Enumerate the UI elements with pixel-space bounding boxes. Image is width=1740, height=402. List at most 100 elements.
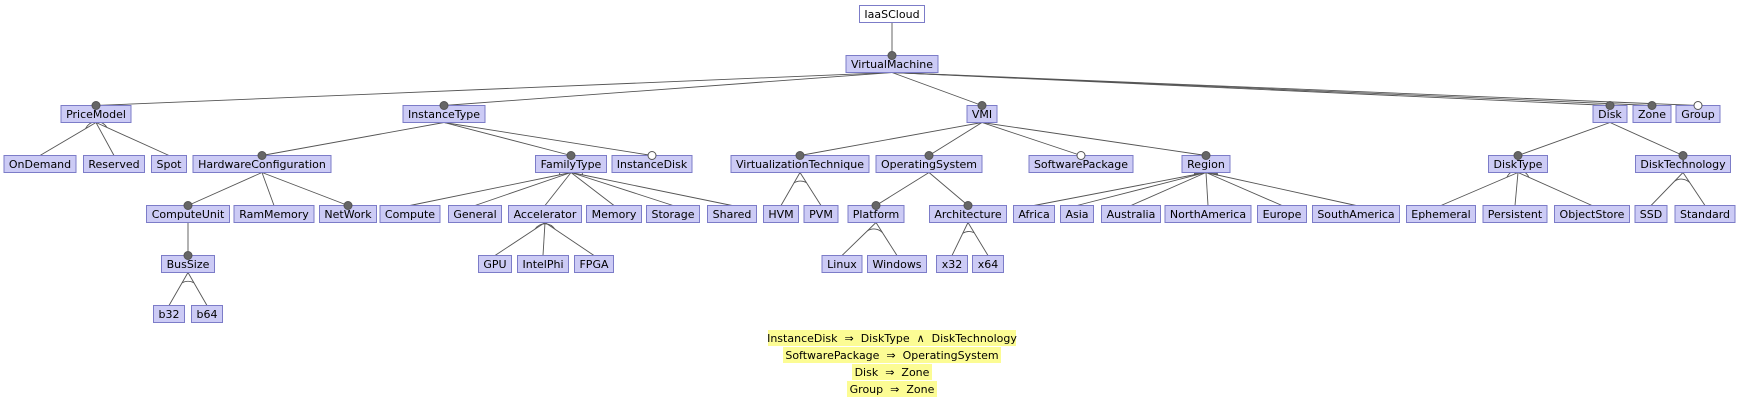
feature-label: ComputeUnit [152, 208, 225, 221]
mandatory-marker [343, 201, 353, 210]
feature-box [763, 205, 799, 223]
edge-vmi-swpkg [981, 122, 1082, 156]
feature-node-virt: VirtualizationTechnique [730, 155, 870, 173]
edge-pricemodel-ondemand [39, 122, 97, 156]
feature-box [972, 255, 1004, 273]
edge-hwconfig-rammemory [261, 172, 275, 206]
feature-label: Disk [1598, 108, 1622, 121]
feature-label: Accelerator [514, 208, 577, 221]
constraint-box [783, 347, 1001, 363]
feature-label: x64 [978, 258, 999, 271]
edge-vm-vmi [891, 72, 983, 106]
edge-vm-instancetype [443, 72, 893, 106]
mandatory-marker [1605, 101, 1615, 110]
feature-box [153, 305, 185, 323]
edge-os-platform [875, 172, 930, 206]
edge-accelerator-intelphi [542, 222, 546, 256]
feature-label: General [453, 208, 496, 221]
feature-node-gpu: GPU [478, 255, 512, 273]
feature-label: VirtualMachine [851, 58, 933, 71]
edge-disktype-persistent [1514, 172, 1519, 206]
feature-label: Compute [385, 208, 435, 221]
feature-label: IaaSCloud [864, 8, 919, 21]
mandatory-marker [183, 201, 193, 210]
feature-label: x32 [942, 258, 963, 271]
feature-node-linux: Linux [821, 255, 863, 273]
feature-label: Group [1681, 108, 1715, 121]
edge-instancetype-instancedisk [443, 122, 653, 156]
mandatory-marker [566, 151, 576, 160]
feature-node-reserved: Reserved [83, 155, 145, 173]
edge-platform-windows [875, 222, 898, 256]
feature-node-fpga: FPGA [574, 255, 614, 273]
mandatory-marker [795, 151, 805, 160]
feature-label: Reserved [88, 158, 139, 171]
feature-label: Region [1187, 158, 1225, 171]
feature-box [707, 205, 757, 223]
edge-disk-disktech [1609, 122, 1684, 156]
constraint-text: SoftwarePackage ⇒ OperatingSystem [785, 349, 998, 362]
feature-label: Platform [853, 208, 899, 221]
feature-box [1482, 205, 1548, 223]
feature-node-objectstore: ObjectStore [1554, 205, 1630, 223]
feature-node-windows: Windows [867, 255, 927, 273]
feature-label: Standard [1680, 208, 1730, 221]
edge-disktech-standard [1682, 172, 1706, 206]
feature-box [859, 5, 925, 23]
mandatory-marker [924, 151, 934, 160]
feature-box [191, 305, 223, 323]
feature-node-computeunit: ComputeUnit [146, 205, 230, 223]
feature-label: Storage [651, 208, 694, 221]
feature-label: Ephemeral [1411, 208, 1470, 221]
feature-node-ephemeral: Ephemeral [1406, 205, 1476, 223]
feature-box [586, 205, 642, 223]
constraint-text: InstanceDisk ⇒ DiskType ∧ DiskTechnology [767, 332, 1017, 345]
mandatory-marker [887, 51, 897, 60]
feature-node-asia: Asia [1060, 205, 1094, 223]
feature-label: Memory [592, 208, 637, 221]
alternative-group-arc [534, 223, 556, 230]
feature-label: Zone [1638, 108, 1666, 121]
feature-node-hwconfig: HardwareConfiguration [192, 155, 332, 173]
feature-box [478, 255, 512, 273]
alternative-group-arc [962, 231, 975, 234]
feature-node-familytype: FamilyType [535, 155, 607, 173]
feature-label: BusSize [167, 258, 210, 271]
feature-node-ssd: SSD [1634, 205, 1668, 223]
edge-pricemodel-spot [95, 122, 170, 156]
mandatory-marker [871, 201, 881, 210]
feature-label: NorthAmerica [1170, 208, 1246, 221]
feature-box [151, 155, 187, 173]
mandatory-marker [1678, 151, 1688, 160]
edge-familytype-memory [570, 172, 615, 206]
mandatory-marker [183, 251, 193, 260]
mandatory-marker [977, 101, 987, 110]
feature-node-spot: Spot [151, 155, 187, 173]
feature-label: Windows [872, 258, 921, 271]
edge-region-africa [1033, 172, 1207, 206]
feature-label: InstanceDisk [617, 158, 688, 171]
feature-node-accelerator: Accelerator [508, 205, 582, 223]
edge-bussize-b64 [187, 272, 208, 306]
feature-label: Asia [1065, 208, 1088, 221]
optional-marker [1076, 151, 1086, 160]
edge-familytype-shared [570, 172, 733, 206]
edge-platform-linux [841, 222, 877, 256]
edge-disk-disktype [1517, 122, 1611, 156]
edge-instancetype-familytype [443, 122, 572, 156]
feature-box [379, 205, 441, 223]
feature-box [1013, 205, 1055, 223]
feature-node-persistent: Persistent [1482, 205, 1548, 223]
feature-box [508, 205, 582, 223]
feature-label: OnDemand [9, 158, 71, 171]
optional-marker [1693, 101, 1703, 110]
feature-label: Shared [713, 208, 752, 221]
feature-label: PVM [809, 208, 833, 221]
feature-label: GPU [483, 258, 506, 271]
edge-region-southamerica [1205, 172, 1357, 206]
edge-disktype-ephemeral [1440, 172, 1519, 206]
feature-box [233, 205, 315, 223]
edge-pricemodel-reserved [95, 122, 115, 156]
